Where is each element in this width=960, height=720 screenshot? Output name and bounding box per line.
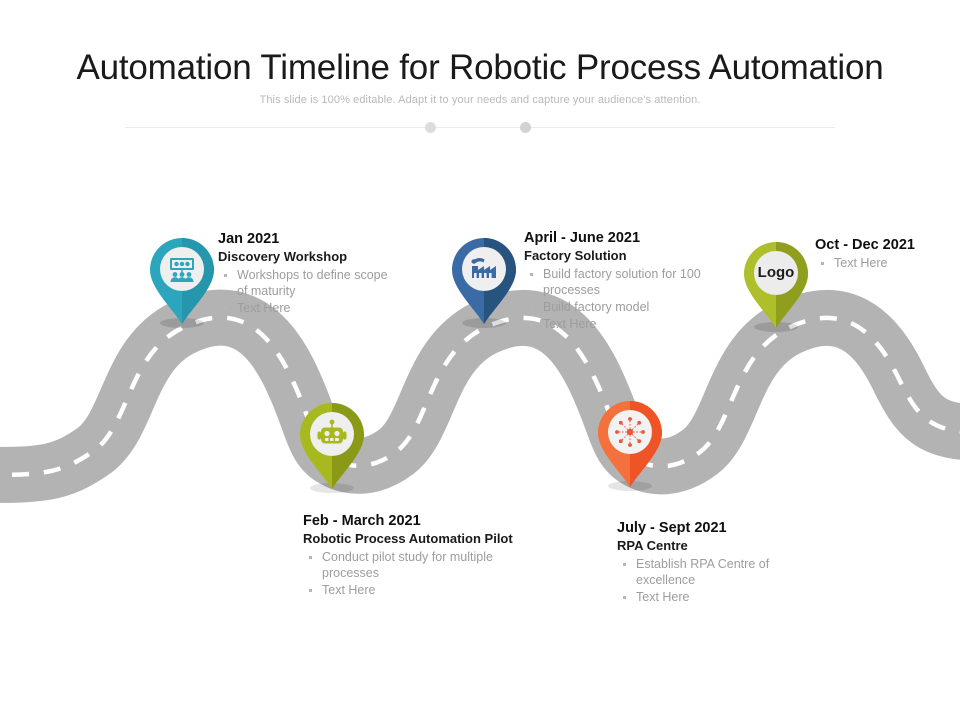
milestone-oct-dec-2021: Oct - Dec 2021 Text Here bbox=[815, 237, 955, 272]
logo-placeholder-label: Logo bbox=[757, 264, 795, 281]
divider-line bbox=[125, 127, 835, 128]
list-item: Establish RPA Centre of excellence bbox=[617, 556, 827, 588]
milestone-bullets: Conduct pilot study for multiple process… bbox=[303, 549, 543, 598]
milestone-heading: RPA Centre bbox=[617, 538, 688, 553]
timeline-road bbox=[0, 180, 960, 520]
milestone-jan-2021: Jan 2021 Discovery Workshop Workshops to… bbox=[218, 231, 393, 317]
milestone-bullets: Establish RPA Centre of excellence Text … bbox=[617, 556, 827, 605]
page-title: Automation Timeline for Robotic Process … bbox=[76, 48, 884, 87]
milestone-date: Oct - Dec 2021 bbox=[815, 237, 915, 253]
milestone-bullets: Text Here bbox=[815, 255, 955, 271]
divider-dot-right bbox=[520, 122, 531, 133]
pin-oct-dec-2021[interactable]: Logo bbox=[742, 240, 810, 332]
milestone-heading: Factory Solution bbox=[524, 248, 627, 263]
milestone-feb-march-2021: Feb - March 2021 Robotic Process Automat… bbox=[303, 513, 543, 599]
list-item: Text Here bbox=[815, 255, 955, 271]
milestone-date: Feb - March 2021 bbox=[303, 513, 421, 529]
milestone-april-june-2021: April - June 2021 Factory Solution Build… bbox=[524, 230, 724, 333]
milestone-date: April - June 2021 bbox=[524, 230, 641, 246]
milestone-heading: Discovery Workshop bbox=[218, 249, 348, 264]
list-item: Conduct pilot study for multiple process… bbox=[303, 549, 543, 581]
list-item: Build factory model bbox=[524, 299, 724, 315]
milestone-date: July - Sept 2021 bbox=[617, 520, 727, 536]
pin-feb-march-2021[interactable] bbox=[298, 401, 366, 493]
divider bbox=[125, 121, 835, 135]
list-item: Workshops to define scope of maturity bbox=[218, 267, 393, 299]
list-item: Text Here bbox=[524, 316, 724, 332]
milestone-date: Jan 2021 bbox=[218, 231, 280, 247]
list-item: Text Here bbox=[303, 582, 543, 598]
milestone-bullets: Workshops to define scope of maturity Te… bbox=[218, 267, 393, 316]
milestone-july-sept-2021: July - Sept 2021 RPA Centre Establish RP… bbox=[617, 520, 827, 606]
pin-april-june-2021[interactable] bbox=[450, 236, 518, 328]
milestone-heading: Robotic Process Automation Pilot bbox=[303, 531, 513, 546]
pin-jan-2021[interactable] bbox=[148, 236, 216, 328]
page-subtitle: This slide is 100% editable. Adapt it to… bbox=[259, 94, 701, 106]
divider-dot-left bbox=[425, 122, 436, 133]
milestone-bullets: Build factory solution for 100 processes… bbox=[524, 266, 724, 332]
list-item: Text Here bbox=[218, 300, 393, 316]
list-item: Build factory solution for 100 processes bbox=[524, 266, 724, 298]
list-item: Text Here bbox=[617, 589, 827, 605]
pin-july-sept-2021[interactable] bbox=[596, 399, 664, 491]
